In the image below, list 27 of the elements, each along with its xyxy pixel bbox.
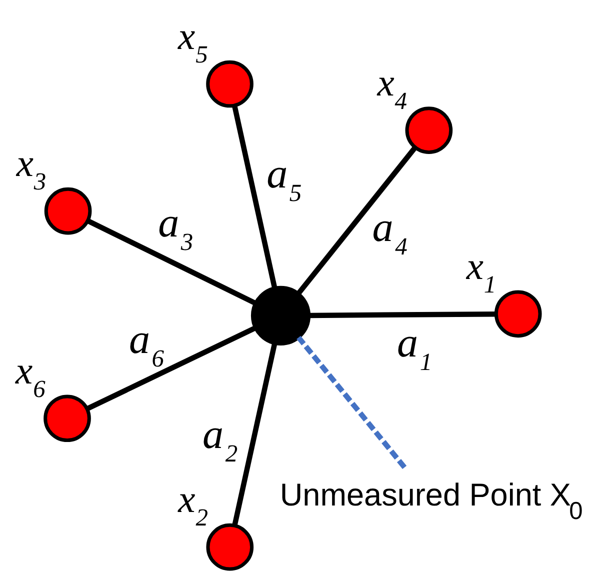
edge-label: a$_{4}$ [372,204,408,260]
node-circle [206,522,254,570]
connector [308,310,496,318]
node-label: x$_{4}$ [377,62,407,114]
edge-label: a$_{2}$ [202,411,238,467]
node-circle [206,60,254,108]
node-label: x$_{2}$ [178,478,208,532]
node-circle [44,394,91,442]
connector [232,342,278,526]
connector [296,335,407,469]
node-label: x$_{1}$ [466,246,496,298]
connector [86,324,257,411]
node-circle [405,106,453,154]
edge-label: a$_{1}$ [397,320,432,376]
edge-label: a$_{6}$ [128,316,164,372]
edge-label: a$_{5}$ [266,150,302,206]
connector [232,104,278,288]
node-label: x$_{5}$ [178,16,208,68]
connector [87,218,257,306]
edge-label: a$_{3}$ [158,200,194,256]
node-text: Unmeasured Point X$_{0}$ [280,476,583,524]
node-circle [494,290,542,338]
node-label: x$_{6}$ [16,350,46,402]
connector [296,146,417,295]
node-label: x$_{3}$ [16,142,46,196]
node-circle [44,186,92,234]
node-circle [250,285,311,345]
